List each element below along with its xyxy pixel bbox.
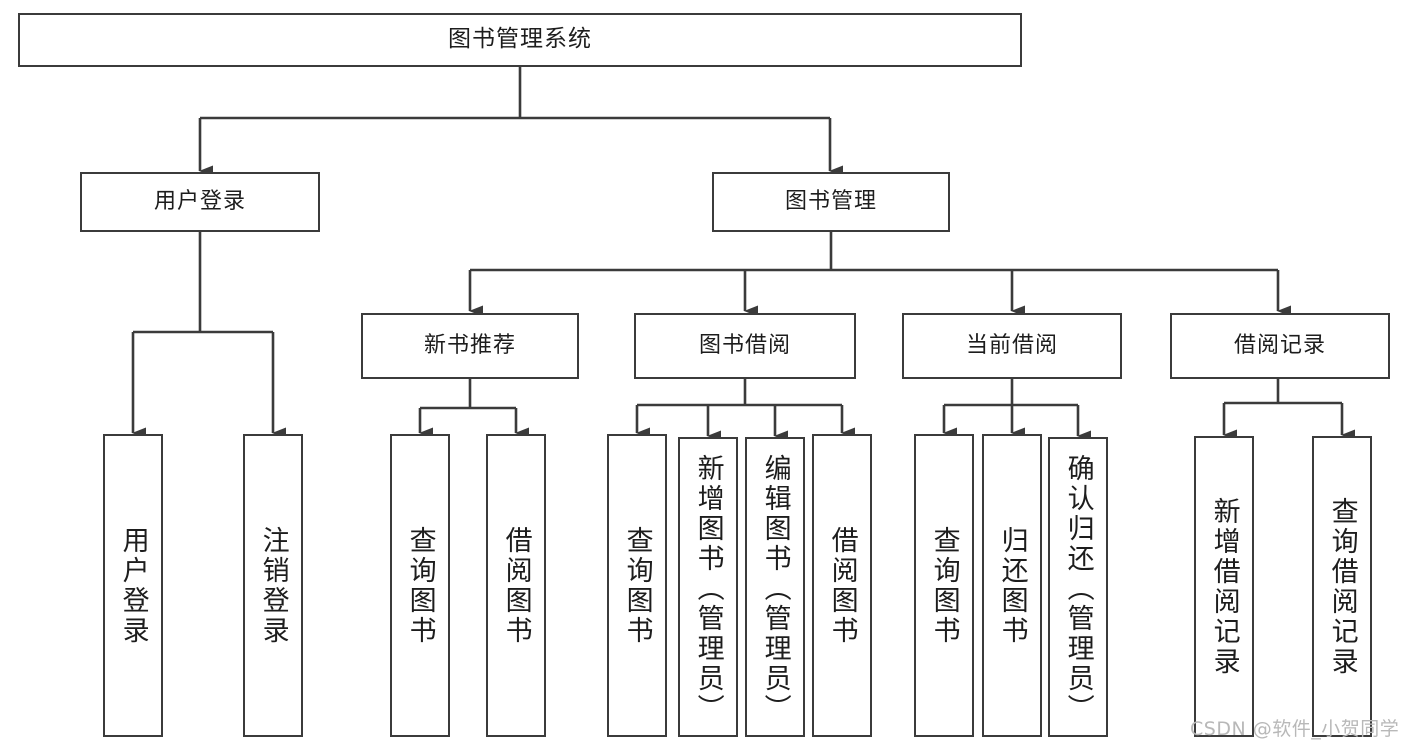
node-label: 图书管理系统 — [448, 26, 592, 53]
node-label: 图书管理 — [784, 188, 877, 214]
node-label: 查询图书 — [404, 525, 436, 646]
node-label: 借阅图书 — [500, 525, 532, 646]
node-label: 查询图书 — [621, 525, 653, 646]
node-book-management[interactable]: 图书管理 — [712, 172, 950, 232]
leaf-add-borrow-record[interactable]: 新增借阅记录 — [1194, 436, 1254, 737]
node-root[interactable]: 图书管理系统 — [18, 13, 1022, 67]
node-label: 归还图书 — [996, 525, 1028, 646]
node-label: 注销登录 — [257, 525, 289, 646]
node-user-login[interactable]: 用户登录 — [80, 172, 320, 232]
node-label: 查询图书 — [928, 525, 960, 646]
leaf-borrow-book-recommend[interactable]: 借阅图书 — [486, 434, 546, 737]
node-label: 新增借阅记录 — [1208, 496, 1240, 677]
node-label: 借阅记录 — [1233, 332, 1326, 358]
leaf-confirm-return-admin[interactable]: 确认归还（管理员） — [1048, 437, 1108, 737]
leaf-query-book-borrow[interactable]: 查询图书 — [607, 434, 667, 737]
csdn-watermark: CSDN @软件_小贺同学 — [1190, 718, 1400, 740]
node-current-borrow[interactable]: 当前借阅 — [902, 313, 1122, 379]
node-label: 编辑图书（管理员） — [759, 454, 791, 724]
leaf-add-book-admin[interactable]: 新增图书（管理员） — [678, 437, 738, 737]
node-label: 新增图书（管理员） — [692, 454, 724, 724]
node-label: 图书借阅 — [698, 332, 791, 358]
leaf-logout[interactable]: 注销登录 — [243, 434, 303, 737]
leaf-query-borrow-record[interactable]: 查询借阅记录 — [1312, 436, 1372, 737]
node-label: 确认归还（管理员） — [1062, 454, 1094, 724]
leaf-return-book[interactable]: 归还图书 — [982, 434, 1042, 737]
node-label: 查询借阅记录 — [1326, 496, 1358, 677]
leaf-user-login[interactable]: 用户登录 — [103, 434, 163, 737]
node-label: 用户登录 — [117, 525, 149, 646]
node-label: 当前借阅 — [965, 332, 1058, 358]
leaf-query-book-current[interactable]: 查询图书 — [914, 434, 974, 737]
node-label: 借阅图书 — [826, 525, 858, 646]
node-book-borrow[interactable]: 图书借阅 — [634, 313, 856, 379]
leaf-edit-book-admin[interactable]: 编辑图书（管理员） — [745, 437, 805, 737]
node-label: 用户登录 — [153, 188, 246, 214]
node-borrow-records[interactable]: 借阅记录 — [1170, 313, 1390, 379]
leaf-query-book-recommend[interactable]: 查询图书 — [390, 434, 450, 737]
node-label: 新书推荐 — [423, 332, 516, 358]
node-new-book-recommend[interactable]: 新书推荐 — [361, 313, 579, 379]
leaf-borrow-book[interactable]: 借阅图书 — [812, 434, 872, 737]
